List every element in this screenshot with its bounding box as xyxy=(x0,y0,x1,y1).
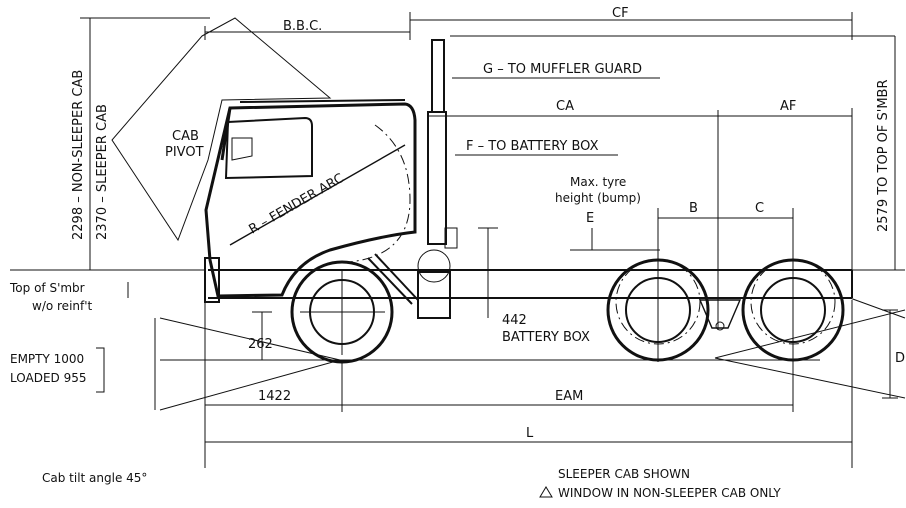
f-battery-label: F – TO BATTERY BOX xyxy=(466,139,599,154)
eam-label: EAM xyxy=(555,389,583,404)
sleeper-shown-label: SLEEPER CAB SHOWN xyxy=(558,467,690,481)
dimension-lines xyxy=(10,12,905,468)
ground-lines xyxy=(159,297,906,411)
battery-box xyxy=(417,249,451,319)
tilted-cab-outline xyxy=(111,17,332,242)
rear-wheel-2 xyxy=(741,246,845,362)
cab xyxy=(204,99,417,303)
ca-label: CA xyxy=(556,99,574,114)
rear-wheel-1 xyxy=(606,246,710,362)
cab-tilt-label: Cab tilt angle 45° xyxy=(42,471,147,485)
empty-label: EMPTY 1000 xyxy=(10,352,84,366)
max-tyre-label-1: Max. tyre xyxy=(570,175,626,189)
e-label: E xyxy=(586,211,594,226)
dim-442-label: 442 xyxy=(502,313,527,328)
max-tyre-label-2: height (bump) xyxy=(555,191,641,205)
top-smbr-label-1: Top of S'mbr xyxy=(9,281,85,295)
fender-arc-radius-line xyxy=(229,144,406,246)
af-label: AF xyxy=(780,99,796,114)
bbc-label: B.B.C. xyxy=(283,19,322,34)
non-sleeper-cab-label: 2298 – NON-SLEEPER CAB xyxy=(71,70,86,240)
cab-step xyxy=(367,253,419,305)
b-label: B xyxy=(689,201,698,216)
dim-262-label: 262 xyxy=(248,337,273,352)
cab-pivot-label-2: PIVOT xyxy=(165,145,204,160)
c-label: C xyxy=(755,201,764,216)
cab-pivot-label-1: CAB xyxy=(172,129,199,144)
loaded-label: LOADED 955 xyxy=(10,371,86,385)
dim-1422-label: 1422 xyxy=(258,389,291,404)
rear-suspension xyxy=(698,110,742,331)
cf-label: CF xyxy=(612,6,629,21)
window-triangle-icon xyxy=(539,486,553,498)
top-smbr-vertical-label: 2579 TO TOP OF S'MBR xyxy=(876,79,891,232)
l-label: L xyxy=(526,426,534,441)
g-muffler-label: G – TO MUFFLER GUARD xyxy=(483,62,642,77)
front-wheel xyxy=(290,260,394,364)
battery-box-label: BATTERY BOX xyxy=(502,330,590,345)
d-label: D xyxy=(895,351,905,366)
top-smbr-label-2: w/o reinf't xyxy=(32,299,93,313)
sleeper-cab-label: 2370 – SLEEPER CAB xyxy=(95,104,110,240)
exhaust-stack xyxy=(427,39,458,249)
window-note-label: WINDOW IN NON-SLEEPER CAB ONLY xyxy=(558,486,781,500)
chassis-frame xyxy=(208,269,853,299)
fender-arc-label: R – FENDER ARC xyxy=(247,171,347,237)
